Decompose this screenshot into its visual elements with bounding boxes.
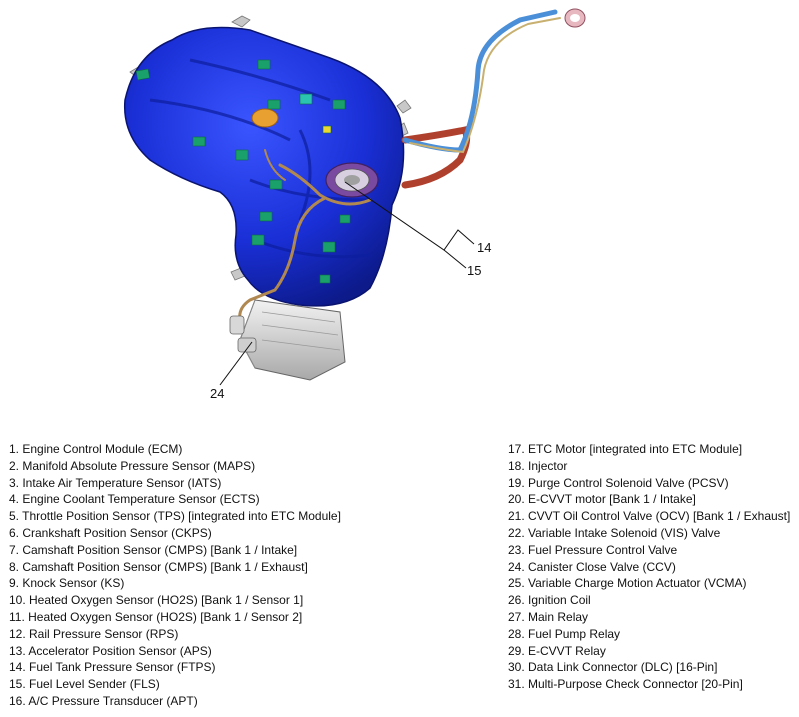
filler-neck: [564, 8, 586, 28]
legend-item: 12. Rail Pressure Sensor (RPS): [9, 626, 179, 641]
legend-item: 30. Data Link Connector (DLC) [16-Pin]: [508, 660, 718, 675]
callout-15: 15: [467, 263, 481, 278]
legend-item: 10. Heated Oxygen Sensor (HO2S) [Bank 1 …: [9, 593, 304, 608]
legend-item: 15. Fuel Level Sender (FLS): [9, 677, 160, 692]
legend-item: 16. A/C Pressure Transducer (APT): [9, 693, 198, 708]
legend-item: 5. Throttle Position Sensor (TPS) [integ…: [9, 509, 341, 524]
legend-item: 26. Ignition Coil: [508, 593, 591, 608]
fuel-tank-diagram: 14 15 24: [123, 8, 586, 401]
tank-cap: [251, 108, 279, 128]
legend-item: 23. Fuel Pressure Control Valve: [508, 542, 678, 557]
tank-pads: [135, 59, 351, 284]
callout-leaders: [219, 181, 475, 386]
legend-item: 28. Fuel Pump Relay: [508, 626, 621, 641]
legend-item: 11. Heated Oxygen Sensor (HO2S) [Bank 1 …: [9, 609, 303, 624]
fuel-tank-body: [123, 26, 405, 307]
legend-item: 2. Manifold Absolute Pressure Sensor (MA…: [9, 458, 256, 473]
legend-right-column: 17. ETC Motor [integrated into ETC Modul…: [508, 441, 790, 693]
callout-24: 24: [210, 386, 224, 401]
fuel-lines: [238, 9, 561, 322]
legend-item: 14. Fuel Tank Pressure Sensor (FTPS): [9, 660, 216, 675]
legend-left-column: 1. Engine Control Module (ECM) 2. Manifol…: [9, 441, 341, 710]
legend-item: 25. Variable Charge Motion Actuator (VCM…: [508, 576, 747, 591]
legend-item: 31. Multi-Purpose Check Connector [20-Pi…: [508, 677, 743, 692]
legend-item: 29. E-CVVT Relay: [508, 643, 606, 658]
legend-item: 18. Injector: [508, 458, 568, 473]
legend-item: 19. Purge Control Solenoid Valve (PCSV): [508, 475, 729, 490]
tank-ribs: [149, 58, 371, 259]
legend-item: 17. ETC Motor [integrated into ETC Modul…: [508, 442, 743, 456]
legend-item: 8. Camshaft Position Sensor (CMPS) [Bank…: [9, 559, 308, 574]
legend-item: 22. Variable Intake Solenoid (VIS) Valve: [508, 525, 721, 540]
legend-item: 3. Intake Air Temperature Sensor (IATS): [9, 475, 222, 490]
callout-14: 14: [477, 240, 491, 255]
legend-item: 27. Main Relay: [508, 609, 589, 624]
legend-item: 9. Knock Sensor (KS): [9, 576, 125, 591]
legend-item: 21. CVVT Oil Control Valve (OCV) [Bank 1…: [508, 509, 791, 524]
legend-item: 4. Engine Coolant Temperature Sensor (EC…: [9, 492, 260, 507]
legend-item: 24. Canister Close Valve (CCV): [508, 559, 676, 574]
legend-item: 7. Camshaft Position Sensor (CMPS) [Bank…: [9, 542, 298, 557]
legend-item: 13. Accelerator Position Sensor (APS): [9, 643, 212, 658]
legend-item: 1. Engine Control Module (ECM): [9, 442, 183, 456]
legend-item: 20. E-CVVT motor [Bank 1 / Intake]: [508, 492, 696, 507]
evap-canister: [229, 299, 346, 381]
legend-item: 6. Crankshaft Position Sensor (CKPS): [9, 525, 212, 540]
